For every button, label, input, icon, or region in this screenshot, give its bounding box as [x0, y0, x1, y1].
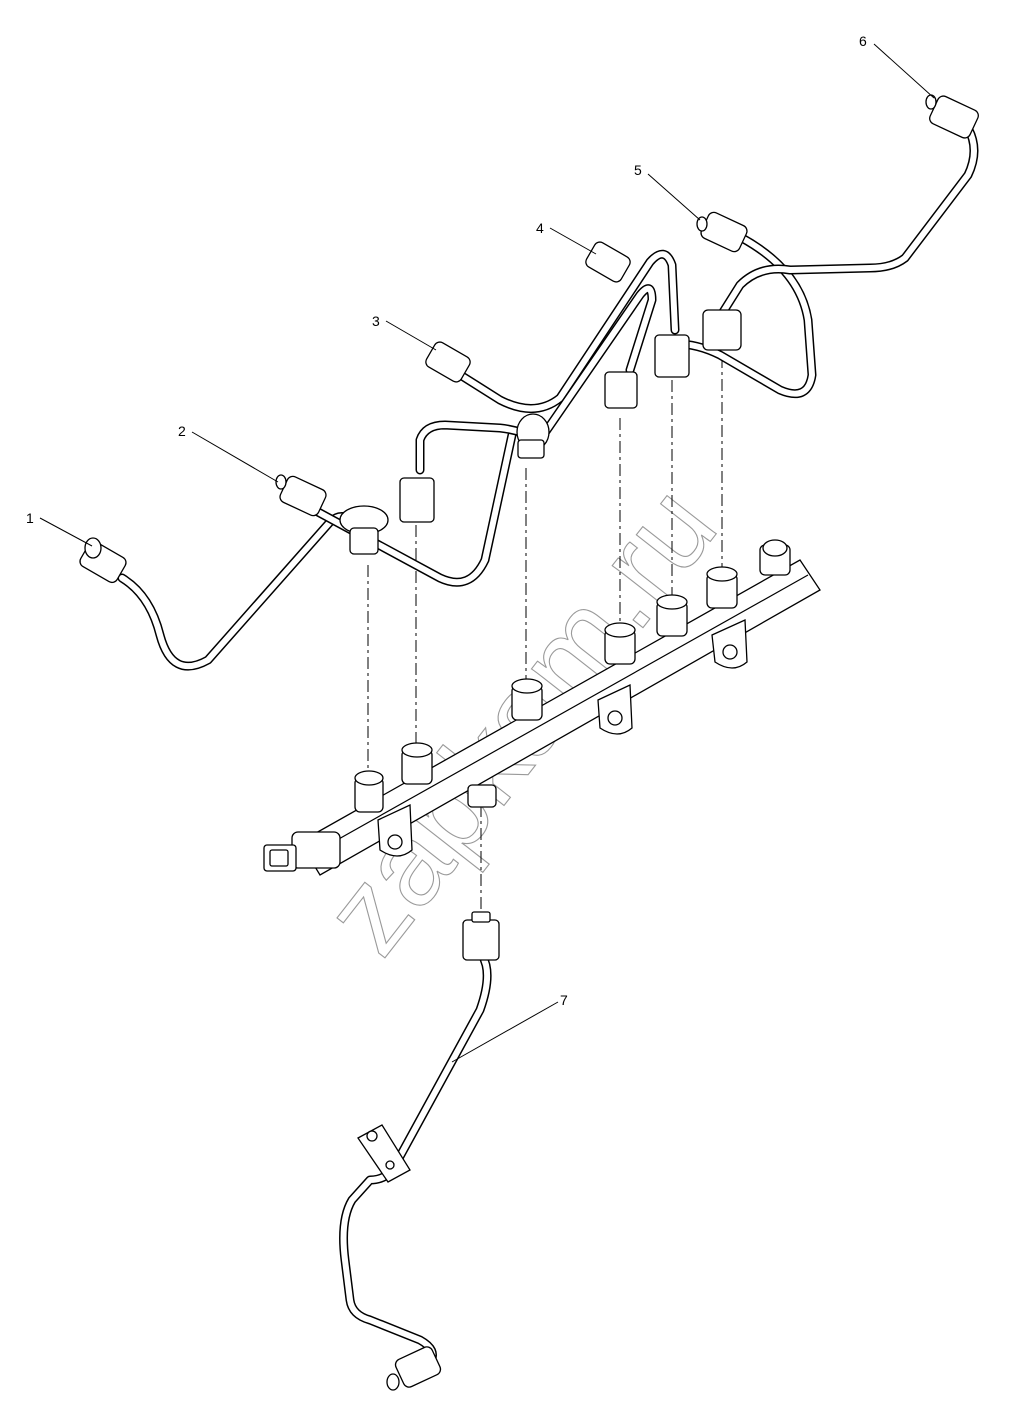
callout-2: 2: [178, 423, 186, 439]
nut-6: [925, 94, 979, 139]
callout-7: 7: [560, 992, 568, 1008]
pipe-7: [339, 911, 500, 1391]
nut-3: [425, 341, 471, 383]
pipe-2: [313, 430, 517, 587]
callout-4: 4: [536, 220, 544, 236]
nut-4: [585, 241, 631, 283]
rail-ports: [354, 539, 791, 813]
nut-1: [79, 537, 127, 584]
nut-3b: [399, 477, 435, 523]
fuel-rail: [263, 539, 821, 876]
callout-6: 6: [859, 33, 867, 49]
callout-3: 3: [372, 313, 380, 329]
pressure-sensor: [263, 831, 341, 872]
nut-2-end: [339, 505, 389, 555]
nut-5b: [654, 334, 690, 378]
rail-mounts: [377, 619, 748, 857]
rail-outlet: [467, 784, 497, 808]
callout-5: 5: [634, 162, 642, 178]
pipe-3: [457, 249, 680, 413]
leader-lines: [39, 43, 935, 1063]
callout-1: 1: [26, 510, 34, 526]
pipe-6: [713, 123, 979, 325]
callout-labels: 1 2 3 4 5 6 7: [26, 33, 867, 1008]
assembly-lines: [367, 356, 723, 918]
nut-5c: [702, 309, 742, 351]
pipe-1: [117, 512, 367, 671]
nut-5: [696, 211, 748, 253]
nut-4c: [604, 371, 638, 409]
nut-4b: [516, 413, 550, 459]
pipe-nuts: [79, 94, 979, 584]
nut-2: [275, 474, 327, 517]
